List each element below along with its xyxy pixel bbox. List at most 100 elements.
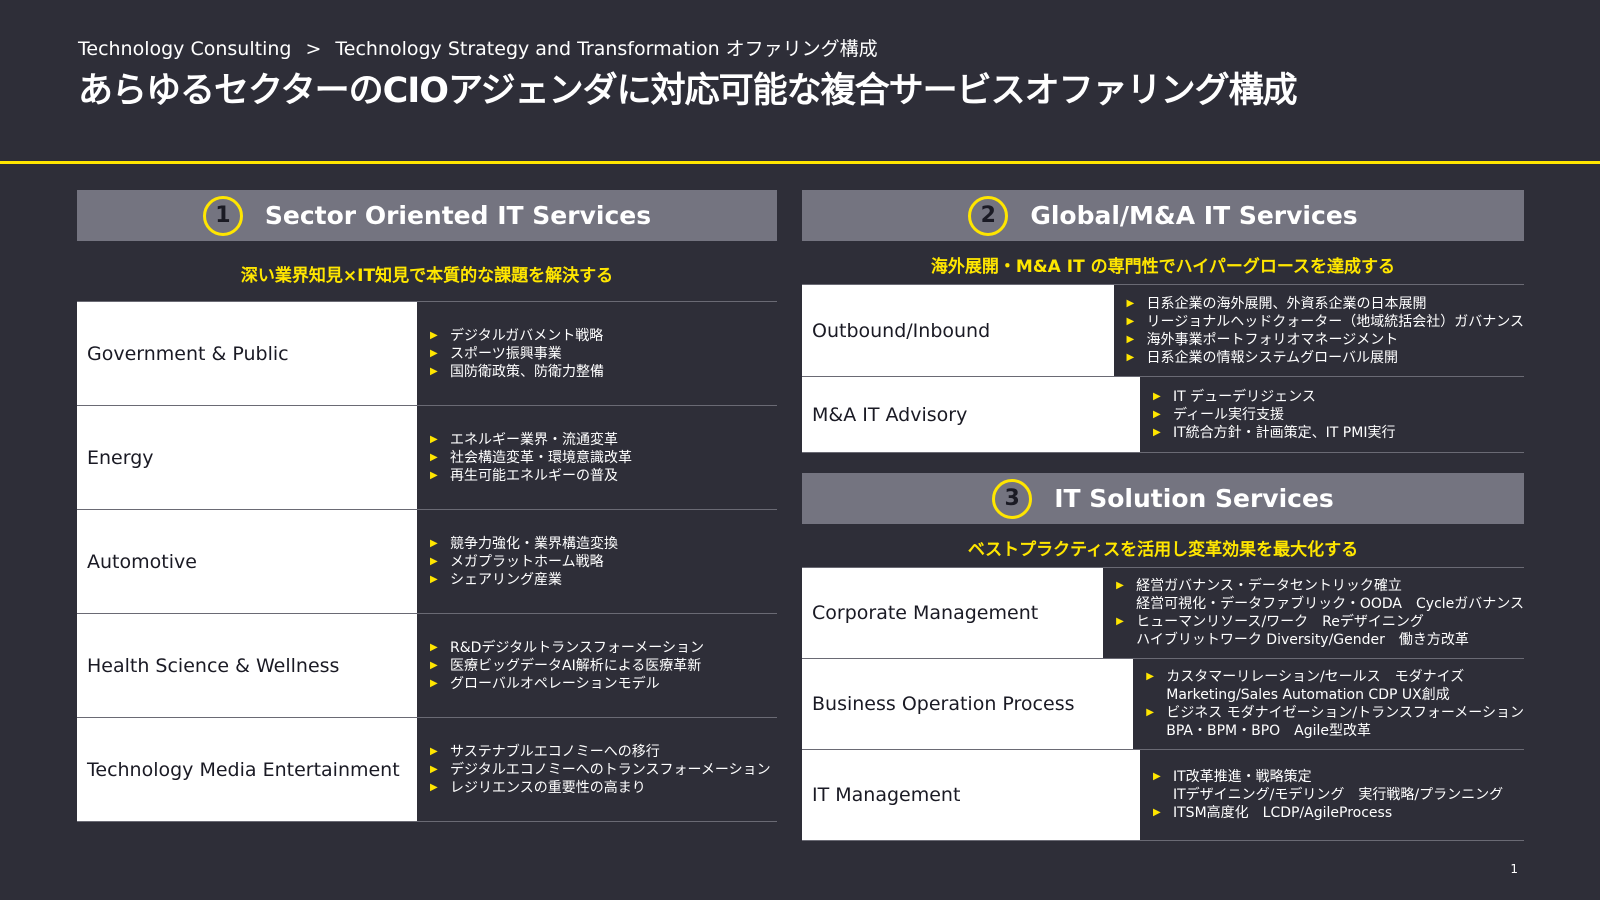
list-item: ▶ サステナブルエコノミーへの移行 [428,743,771,761]
row-items: ▶ デジタルガバメント戦略 ▶ スポーツ振興事業 ▶ 国防衛政策、防衛力整備 [418,302,604,405]
list-item-text: 経営可視化・データファブリック・OODA Cycleガバナンス [1136,596,1524,612]
list-item-text: カスタマーリレーション/セールス モダナイズ [1166,669,1465,685]
table-row: Business Operation Process▶カスタマーリレーション/セ… [802,658,1524,749]
list-item: ▶カスタマーリレーション/セールス モダナイズ [1144,668,1524,686]
row-name: Corporate Management [802,568,1105,658]
row-name: Government & Public [77,302,418,405]
list-item-text: ITデザイニング/モデリング 実行戦略/プランニング [1173,787,1504,803]
bullet-arrow-icon: ▶ [430,451,438,463]
breadcrumb-item-consulting[interactable]: Technology Consulting [78,38,292,60]
list-item-text: ヒューマンリソース/ワーク Reデザイニング [1136,614,1424,630]
section-tagline: 海外展開・M&A IT の専門性でハイパーグロースを達成する [930,257,1396,277]
section-header-solution: 3 IT Solution Services [802,473,1524,524]
list-item-text: R&Dデジタルトランスフォーメーション [450,639,705,656]
sector-table: Government & Public ▶ デジタルガバメント戦略 ▶ スポーツ振興事業… [77,301,777,822]
list-item-text: 日系企業の海外展開、外資系企業の日本展開 [1146,295,1427,312]
list-item-text: BPA・BPM・BPO Agile型改革 [1166,723,1372,739]
list-item: ▶ 社会構造変革・環境意識改革 [428,449,632,467]
list-item-text: 日系企業の情報システムグローバル展開 [1146,349,1398,366]
bullet-arrow-icon: ▶ [1126,297,1135,309]
row-name: Business Operation Process [802,659,1135,749]
breadcrumb-separator: > [305,38,322,60]
solution-table: Corporate Management▶経営ガバナンス・データセントリック確立… [802,567,1524,841]
bullet-arrow-icon: ▶ [1126,315,1135,327]
list-item-text: 海外事業ポートフォリオマネージメント [1146,331,1399,348]
list-item: ▶ 医療ビッグデータAI解析による医療革新 [428,657,704,675]
list-item-text: メガプラットホーム戦略 [450,553,604,570]
section-header-global: 2 Global/M&A IT Services [802,190,1524,241]
bullet-arrow-icon: ▶ [430,555,438,567]
list-item: ▶ エネルギー業界・流通変革 [428,431,632,449]
list-item: ▶ 海外事業ポートフォリオマネージメント [1125,331,1524,349]
bullet-arrow-icon: ▶ [1153,771,1161,782]
list-item-text: デジタルエコノミーへのトランスフォーメーション [450,761,771,778]
list-item-text: レジリエンスの重要性の高まり [450,779,646,796]
bullet-arrow-icon: ▶ [430,677,438,689]
list-item: ▶リージョナルヘッドクォーター（地域統括会社）ガバナンス [1125,313,1524,331]
list-item-text: Marketing/Sales Automation CDP UX創成 [1166,687,1450,703]
row-items: ▶経営ガバナンス・データセントリック確立経営可視化・データファブリック・OODA… [1104,568,1524,658]
bullet-arrow-icon: ▶ [430,365,438,377]
list-item-text: スポーツ振興事業 [450,345,562,362]
list-item: ▶ 国防衛政策、防衛力整備 [428,363,604,381]
list-item: ▶経営ガバナンス・データセントリック確立 [1114,577,1524,595]
page-number: 1 [1510,862,1518,876]
bullet-arrow-icon: ▶ [1153,408,1161,420]
table-row: Outbound/Inbound▶日系企業の海外展開、外資系企業の日本展開▶リー… [802,284,1524,376]
table-row: Health Science & Wellness▶R&Dデジタルトランスフォー… [77,613,777,717]
bullet-arrow-icon: ▶ [1153,390,1161,402]
list-item-text: シェアリング産業 [450,571,562,588]
list-item: ▶ヒューマンリソース/ワーク Reデザイニング [1114,613,1524,631]
list-item: ▶競争力強化・業界構造変換 [428,535,618,553]
list-item: ▶グローバルオペレーションモデル [428,675,704,693]
row-items: ▶IT デューデリジェンス▶ディール実行支援▶IT統合方針・計画策定、IT PM… [1141,377,1395,452]
row-name: Energy [77,406,418,509]
list-item-text: ディール実行支援 [1173,406,1285,423]
bullet-arrow-icon: ▶ [1126,351,1135,363]
list-item-text: ITSM高度化 LCDP/AgileProcess [1173,805,1393,821]
list-item: ▶ ディール実行支援 [1151,406,1395,424]
table-row: Technology Media Entertainment▶サステナブルエコノ… [77,717,777,822]
list-item: ▶R&Dデジタルトランスフォーメーション [428,639,704,657]
breadcrumb: Technology Consulting > Technology Strateg… [78,34,878,61]
bullet-arrow-icon: ▶ [430,573,438,585]
list-item-text: サステナブルエコノミーへの移行 [450,743,660,760]
row-items: ▶競争力強化・業界構造変換 ▶ メガプラットホーム戦略 ▶ シェアリング産業 [418,510,618,613]
list-item: Marketing/Sales Automation CDP UX創成 [1144,686,1524,704]
row-name: Automotive [77,510,418,613]
list-item: BPA・BPM・BPO Agile型改革 [1144,722,1524,740]
page-title: あらゆるセクターのCIOアジェンダに対応可能な複合サービスオファリング構成 [78,71,1298,111]
table-row: M&A IT Advisory▶IT デューデリジェンス▶ディール実行支援▶IT… [802,376,1524,453]
bullet-arrow-icon: ▶ [430,329,438,341]
list-item: ▶デジタルエコノミーへのトランスフォーメーション [428,761,771,779]
table-row: Government & Public ▶ デジタルガバメント戦略 ▶ スポーツ振興事業… [77,301,777,405]
section-title: IT Solution Services [1054,484,1334,513]
bullet-arrow-icon: ▶ [1126,333,1135,345]
bullet-arrow-icon: ▶ [430,433,438,445]
list-item-text: デジタルガバメント戦略 [450,327,604,344]
list-item: ▶再生可能エネルギーの普及 [428,467,632,485]
global-table: Outbound/Inbound▶日系企業の海外展開、外資系企業の日本展開▶リー… [802,284,1524,453]
section-tagline: ベストプラクティスを活用し変革効果を最大化する [967,540,1359,560]
list-item: ▶IT統合方針・計画策定、IT PMI実行 [1151,424,1395,442]
list-item: ▶ITSM高度化 LCDP/AgileProcess [1151,804,1503,822]
bullet-arrow-icon: ▶ [1116,580,1124,591]
list-item-text: エネルギー業界・流通変革 [450,431,618,448]
bullet-arrow-icon: ▶ [430,347,438,359]
bullet-arrow-icon: ▶ [430,745,438,757]
table-row: Energy ▶ エネルギー業界・流通変革 ▶ 社会構造変革・環境意識改革▶再生可能エネ… [77,405,777,509]
row-name: M&A IT Advisory [802,377,1141,452]
list-item: ▶レジリエンスの重要性の高まり [428,779,771,797]
list-item: ハイブリットワーク Diversity/Gender 働き方改革 [1114,631,1524,649]
section-title: Sector Oriented IT Services [264,201,652,230]
list-item-text: 国防衛政策、防衛力整備 [450,363,604,380]
list-item: ▶ スポーツ振興事業 [428,345,604,363]
list-item-text: 社会構造変革・環境意識改革 [450,449,632,466]
list-item-text: 医療ビッグデータAI解析による医療革新 [450,657,702,674]
bullet-arrow-icon: ▶ [430,659,438,671]
list-item-text: ビジネス モダナイゼーション/トランスフォーメーション [1166,705,1524,721]
breadcrumb-item-strategy[interactable]: Technology Strategy and Transformation オ… [335,38,878,60]
list-item-text: 競争力強化・業界構造変換 [450,535,618,552]
